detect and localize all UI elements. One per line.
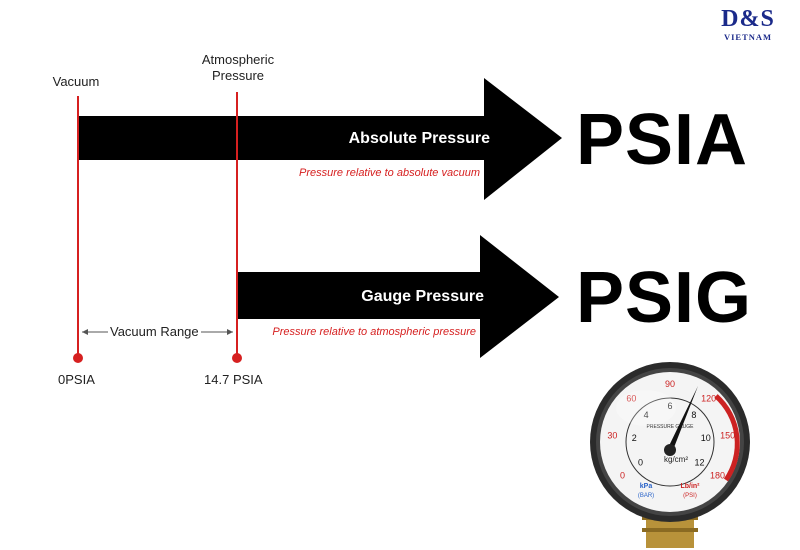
zero-unit: PSIA	[65, 372, 95, 387]
gauge-outer-tick-label-3: 90	[665, 379, 675, 389]
psia-label: PSIA	[576, 100, 749, 180]
gauge-face-label: PRESSURE GAUGE	[647, 424, 695, 430]
brand-logo-text: D&S	[721, 6, 775, 32]
gauge-outer-tick-label-5: 150	[720, 430, 735, 440]
gauge-inner-tick-label-2: 4	[644, 410, 649, 420]
brand-logo-sub: VIETNAM	[723, 32, 773, 42]
gauge-stem-band-2	[642, 528, 698, 532]
brand-logo: D&S VIETNAM	[708, 6, 788, 42]
gauge-pressure-title: Gauge Pressure	[361, 288, 484, 305]
vacuum-marker-dot	[73, 353, 83, 363]
gauge-outer-tick-label-1: 30	[607, 430, 617, 440]
gauge-inner-tick-label-5: 10	[701, 433, 711, 443]
atm-unit: PSIA	[232, 372, 263, 387]
gauge-inner-ticks: 0 2 4 6 8 10 12	[632, 401, 711, 468]
gauge-glass-glare	[616, 390, 676, 426]
gauge-inner-tick-label-0: 0	[638, 458, 643, 468]
gauge-unit-left-2: (BAR)	[638, 493, 654, 499]
gauge-pressure-arrow	[237, 235, 559, 358]
atmospheric-label-line2: Pressure	[211, 68, 265, 83]
gauge-red-arc	[714, 394, 740, 482]
atmospheric-label: Atmospheric Pressure	[186, 52, 290, 84]
absolute-pressure-title: Absolute Pressure	[348, 130, 490, 147]
atmospheric-label-line1: Atmospheric	[201, 52, 275, 67]
zero-value: 0	[58, 372, 66, 387]
vacuum-label: Vacuum	[52, 74, 100, 89]
atm-psia-value: 14.7 PSIA	[204, 372, 263, 387]
atmospheric-marker-dot	[232, 353, 242, 363]
gauge-inner-ring	[625, 397, 715, 487]
psig-label: PSIG	[576, 258, 753, 338]
vacuum-range-arrowhead-left	[82, 329, 88, 335]
gauge-center-unit: kg/cm²	[664, 455, 688, 464]
gauge-inner-tick-label-4: 8	[691, 410, 696, 420]
gauge-unit-left-1: kPa	[640, 483, 653, 490]
atm-value: 14.7	[204, 372, 230, 387]
gauge-needle	[667, 386, 698, 450]
gauge-inner-tick-label-6: 12	[694, 458, 704, 468]
gauge-outer-tick-label-6: 180	[710, 470, 725, 480]
gauge-needle-hub	[664, 444, 676, 456]
gauge-unit-right-1: Lb/in²	[680, 483, 700, 490]
gauge-unit-right-2: (PSI)	[683, 493, 697, 499]
vacuum-range-label: Vacuum Range	[108, 324, 201, 339]
gauge-inner-tick-label-3: 6	[667, 401, 672, 411]
gauge-outer-tick-label-0: 0	[620, 470, 625, 480]
gauge-inner-tick-label-1: 2	[632, 433, 637, 443]
gauge-outer-tick-label-4: 120	[701, 394, 716, 404]
gauge-pressure-subtitle: Pressure relative to atmospheric pressur…	[272, 326, 476, 338]
gauge-face	[600, 372, 740, 512]
absolute-pressure-arrow	[78, 78, 562, 200]
pressure-gauge-image: 0 30 60 90 120 150 180 0 2 4 6 8 10 12 PRESSURE GAUG…	[590, 362, 750, 548]
vacuum-range-arrowhead-right	[227, 329, 233, 335]
gauge-outer-tick-label-2: 60	[626, 394, 636, 404]
zero-psia-value: 0PSIA	[58, 372, 95, 387]
absolute-pressure-subtitle: Pressure relative to absolute vacuum	[299, 167, 480, 179]
